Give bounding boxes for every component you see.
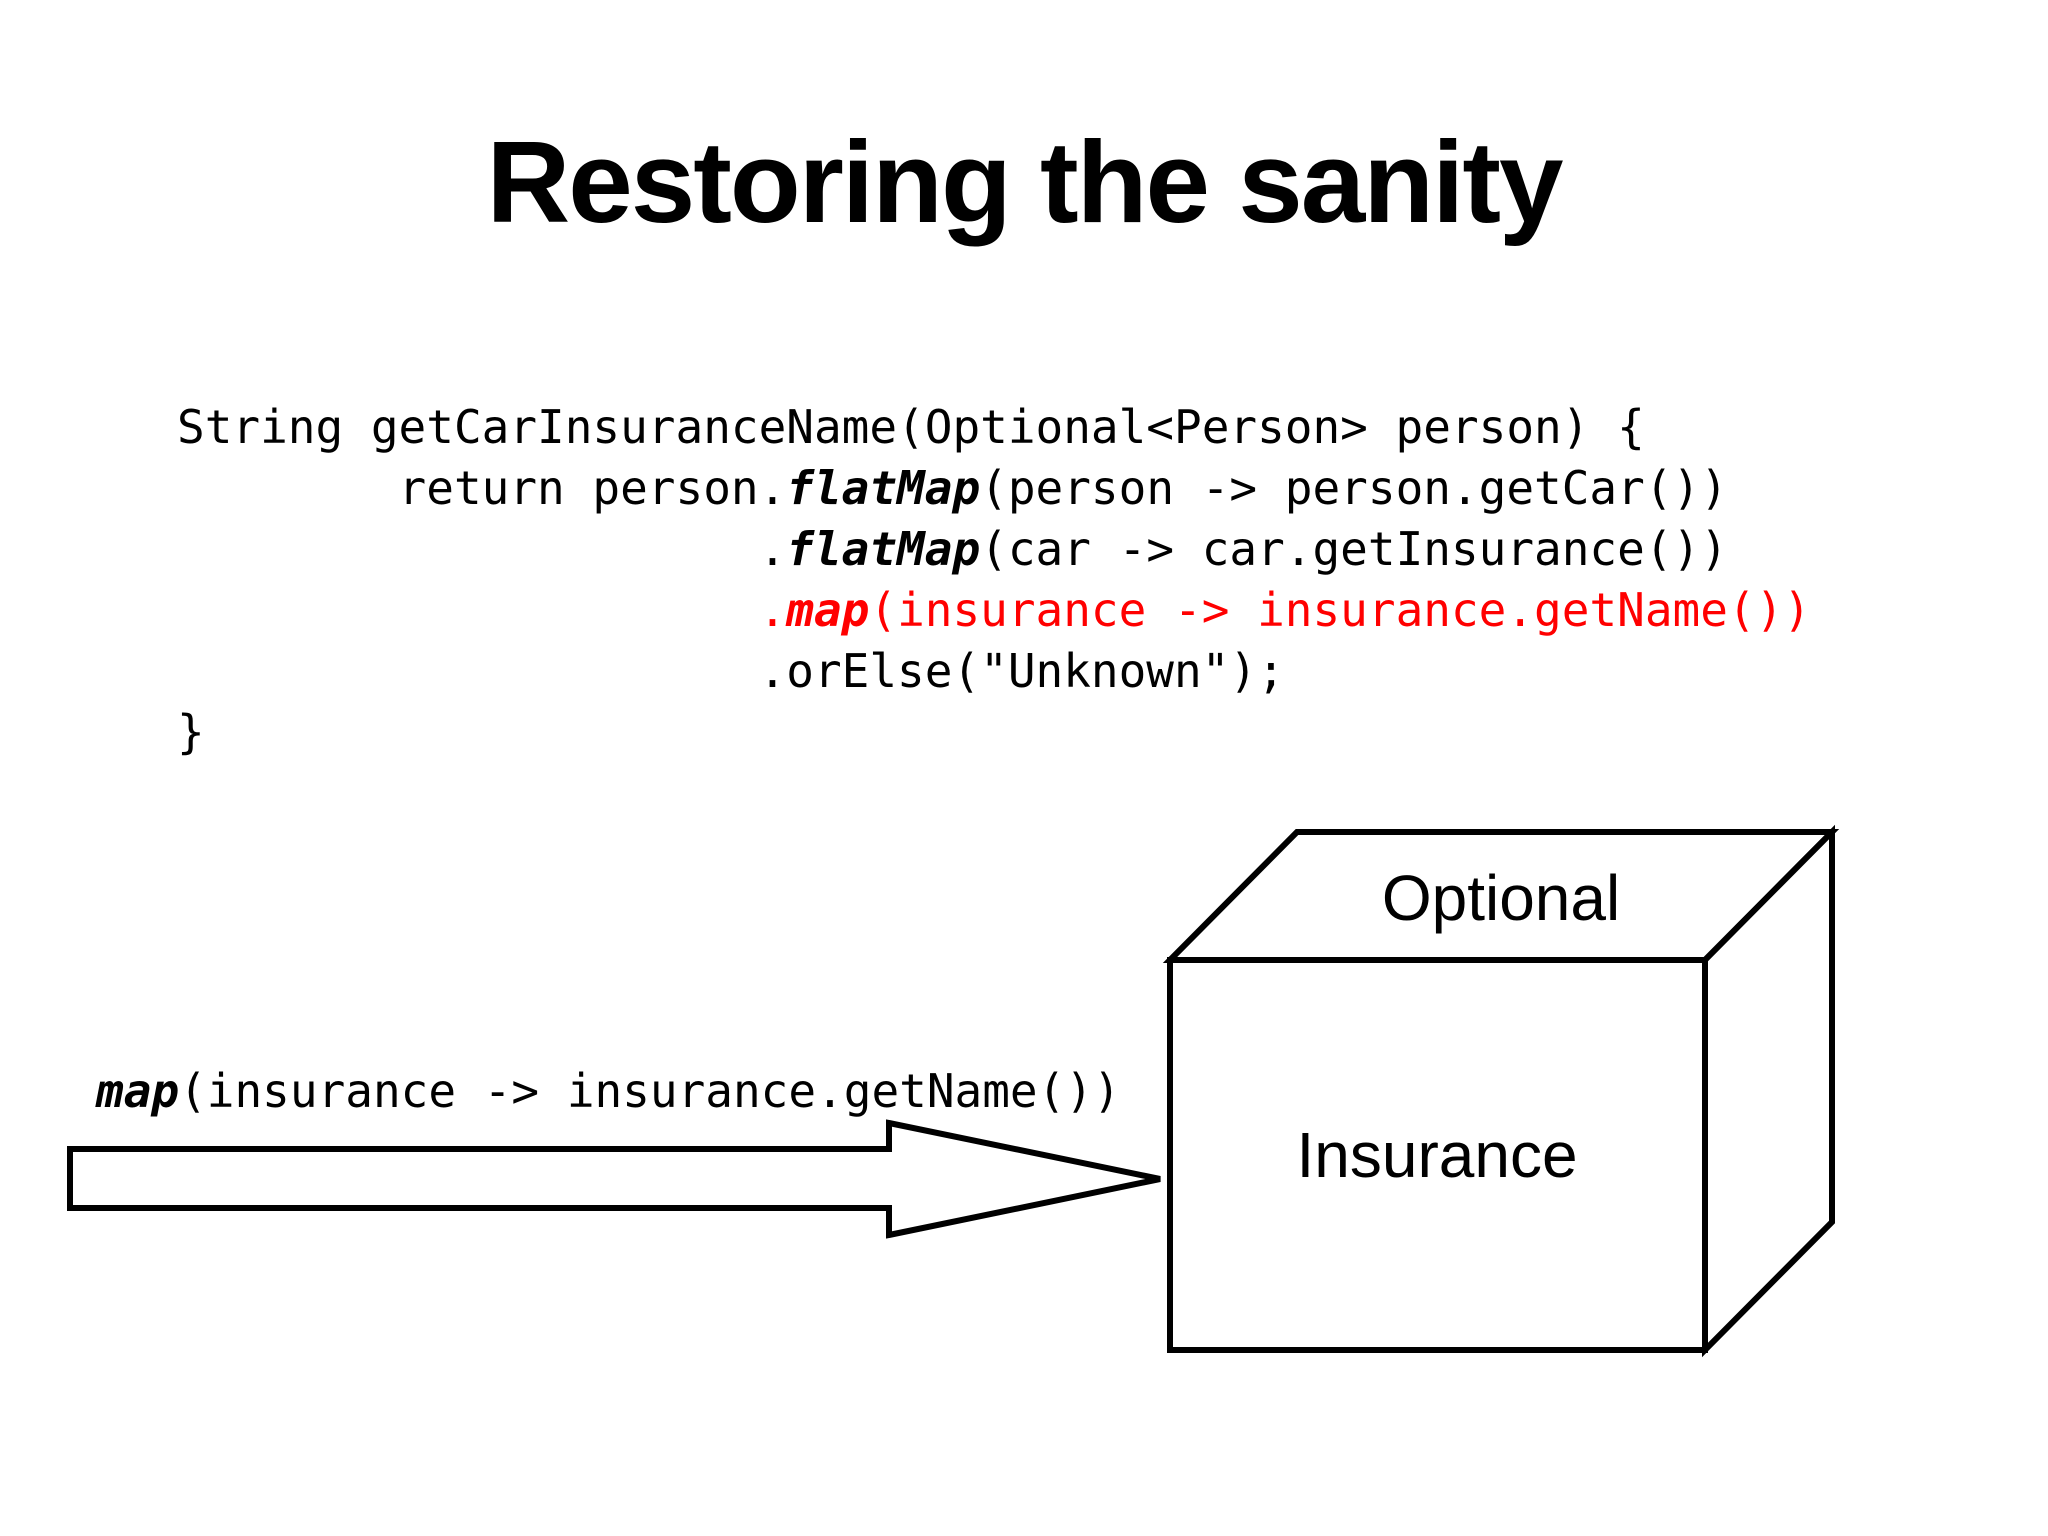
code-line: } — [177, 702, 1811, 763]
code-line: .orElse("Unknown"); — [177, 641, 1811, 702]
code-line: .map(insurance -> insurance.getName()) — [177, 580, 1811, 641]
text-segment-bi: flatMap — [786, 522, 981, 576]
text-segment-bi: map — [96, 1064, 180, 1118]
text-segment-plain: String getCarInsuranceName(Optional<Pers… — [177, 400, 1645, 454]
text-segment-redbi: map — [786, 583, 870, 637]
text-segment-plain: (car -> car.getInsurance()) — [980, 522, 1728, 576]
slide-title: Restoring the sanity — [486, 117, 1563, 247]
text-segment-plain: .orElse("Unknown"); — [177, 644, 1285, 698]
text-segment-plain: . — [177, 522, 787, 576]
map-arrow-shape — [67, 1119, 1161, 1239]
text-segment-plain: (person -> person.getCar()) — [980, 461, 1728, 515]
cube-front-label: Insurance — [1296, 1119, 1577, 1191]
code-block: String getCarInsuranceName(Optional<Pers… — [177, 397, 1811, 763]
code-line: .flatMap(car -> car.getInsurance()) — [177, 519, 1811, 580]
text-segment-plain: (insurance -> insurance.getName()) — [179, 1064, 1121, 1118]
text-segment-red: (insurance -> insurance.getName()) — [869, 583, 1811, 637]
arrow-label: map(insurance -> insurance.getName()) — [96, 1061, 1121, 1122]
text-segment-plain: return person. — [177, 461, 787, 515]
cube-front-face — [1167, 957, 1708, 1353]
text-segment-plain: } — [177, 705, 205, 759]
cube-top-label: Optional — [1382, 862, 1620, 934]
text-segment-bi: flatMap — [786, 461, 981, 515]
text-segment-red: . — [177, 583, 787, 637]
code-line: return person.flatMap(person -> person.g… — [177, 458, 1811, 519]
code-line: String getCarInsuranceName(Optional<Pers… — [177, 397, 1811, 458]
